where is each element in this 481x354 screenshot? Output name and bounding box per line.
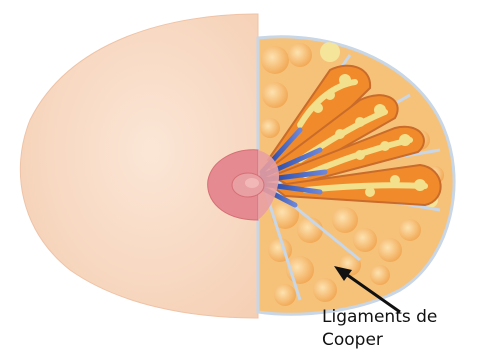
- annotation-label-line1: Ligaments de: [322, 307, 437, 327]
- nipple: [232, 173, 264, 197]
- internal-anatomy: [258, 37, 454, 314]
- annotation-label-line2: Cooper: [322, 330, 383, 350]
